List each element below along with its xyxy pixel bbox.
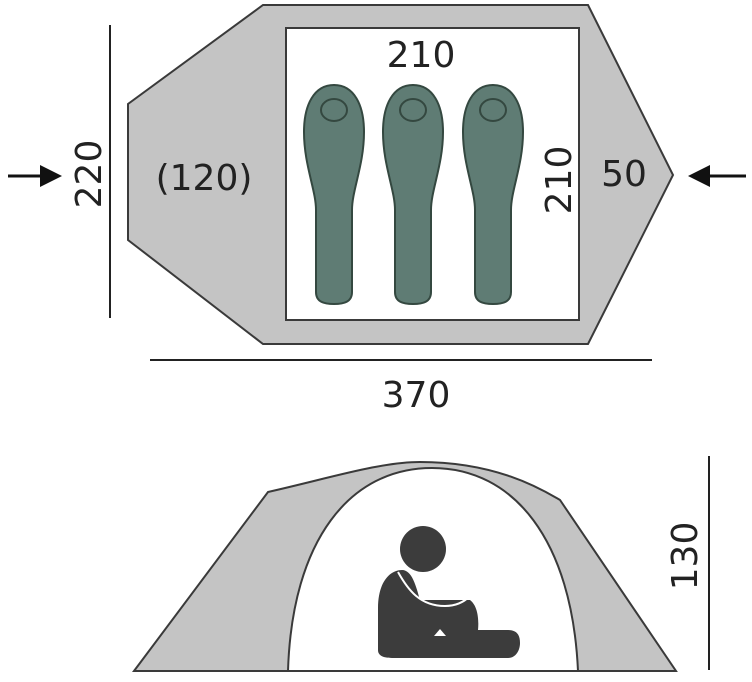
side-view: 130 <box>132 456 710 672</box>
top-view: 210 210 220 370 (120) 50 <box>8 4 746 416</box>
person-foot-mark <box>434 629 446 636</box>
vestibule-large-label: (120) <box>156 158 253 199</box>
height-label: 130 <box>665 522 706 591</box>
right-entrance-arrow <box>688 165 746 187</box>
total-width-label: 220 <box>69 140 110 209</box>
inner-length-label: 210 <box>539 146 580 215</box>
sleeping-bags <box>302 83 525 306</box>
vestibule-small-label: 50 <box>601 154 647 195</box>
person-arm-outline <box>397 571 471 608</box>
sleeping-bag <box>461 83 525 306</box>
sleeping-bag <box>302 83 366 306</box>
total-length-label: 370 <box>382 375 451 416</box>
inner-width-label: 210 <box>387 35 456 76</box>
seated-person-icon <box>378 526 520 658</box>
left-entrance-arrow <box>8 165 62 187</box>
sleeping-bag <box>381 83 445 306</box>
